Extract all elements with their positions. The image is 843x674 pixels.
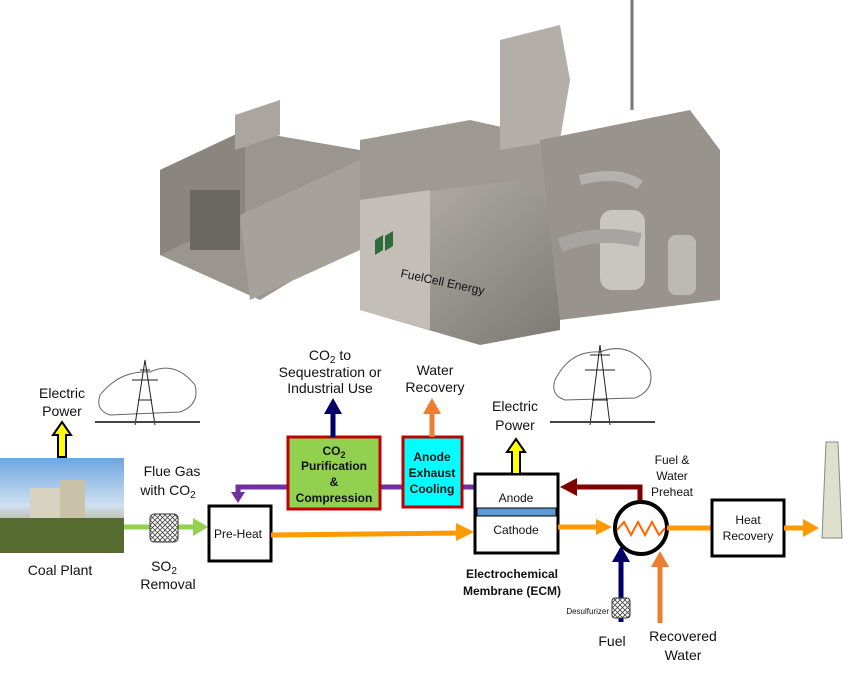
power-tower-right-icon (550, 344, 655, 426)
membrane-layer (476, 507, 557, 517)
anode-exhaust-arrowhead (231, 492, 245, 503)
water-recovery-arrow (423, 398, 441, 437)
heat-recovery-line1: Heat (735, 513, 761, 527)
electric-power-left-line1: Electric (39, 385, 85, 401)
stack-exhaust-arrow (784, 519, 819, 537)
coal-plant-label: Coal Plant (28, 562, 93, 578)
desulfurizer-label: Desulfurizer (566, 607, 609, 616)
flue-gas-line2: with CO2 (139, 482, 196, 501)
recovered-water-arrow (651, 551, 669, 623)
cooling-line3: Cooling (410, 482, 455, 496)
anode-exhaust-line (235, 484, 475, 494)
co2-output-line3: Industrial Use (287, 380, 373, 396)
fuel-label: Fuel (598, 633, 625, 649)
anode-feed-arrow (560, 478, 643, 502)
coal-plant-photo (0, 458, 124, 553)
so2-scrubber-icon (149, 513, 179, 543)
co2-purification-box (286, 435, 382, 511)
power-arrow-right (505, 437, 527, 475)
electric-power-right-line2: Power (495, 417, 535, 433)
hot-flue-gas-arrow (270, 523, 474, 541)
fuel-arrow (612, 546, 630, 622)
ecm-caption-line1: Electrochemical (466, 567, 558, 581)
heat-recovery-line2: Recovery (723, 529, 774, 543)
fuel-cell-plant-image: FuelCell Energy (160, 0, 720, 345)
exhaust-stack-icon (821, 441, 843, 539)
water-recovery-line2: Recovery (405, 379, 464, 395)
heat-exchanger-icon (613, 500, 669, 556)
ecm-anode-label: Anode (499, 491, 534, 505)
flue-gas-line1: Flue Gas (144, 463, 201, 479)
electric-power-right-line1: Electric (492, 398, 538, 414)
cathode-exhaust-arrow (558, 519, 612, 535)
co2-box-line1: CO2 (322, 444, 345, 460)
desulfurizer-icon (611, 597, 631, 619)
preheat-label: Pre-Heat (214, 527, 263, 541)
preheat-box (207, 504, 273, 563)
co2-output-arrow (324, 398, 342, 437)
co2-box-line4: Compression (296, 491, 373, 505)
so2-line1: SO2 (151, 558, 177, 577)
recovered-water-line1: Recovered (649, 628, 717, 644)
recovered-water-line2: Water (665, 647, 702, 663)
ecm-caption-line2: Membrane (ECM) (463, 584, 561, 598)
exchanger-line1: Fuel & (655, 453, 690, 467)
power-arrow-left (51, 420, 73, 458)
co2-box-line2: Purification (301, 459, 367, 473)
heat-recovery-box (710, 498, 786, 558)
ecm-cathode-label: Cathode (493, 523, 539, 537)
power-tower-left-icon (95, 359, 200, 426)
so2-line2: Removal (140, 576, 195, 592)
water-recovery-line1: Water (417, 362, 454, 378)
cooling-line2: Exhaust (409, 466, 456, 480)
flue-gas-arrow (124, 518, 208, 536)
co2-output-line1: CO2 to (309, 347, 351, 366)
co2-box-line3: & (330, 475, 339, 489)
co2-output-line2: Sequestration or (279, 364, 382, 380)
electric-power-left-line2: Power (42, 403, 82, 419)
exchanger-line3: Preheat (651, 485, 694, 499)
exchanger-line2: Water (656, 469, 688, 483)
cooling-line1: Anode (413, 450, 451, 464)
